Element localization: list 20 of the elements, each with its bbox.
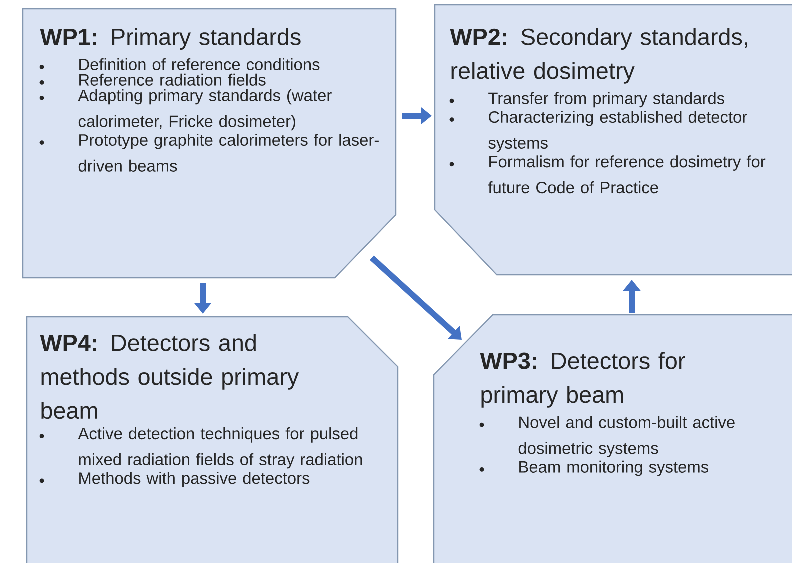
heading: WP1: Primary standards (40, 28, 301, 50)
heading: WP2: Secondary standards, relative dosimetry (450, 28, 748, 84)
work-package-box (433, 314, 792, 563)
bullet-item: Transfer from primary standards (488, 92, 724, 108)
bullet-item: Formalism for reference dosimetry for future Code of Practice (488, 156, 766, 194)
bullet-item: Beam monitoring systems (520, 460, 708, 476)
bullet-item: Methods with passive detectors (80, 472, 310, 488)
heading: WP4: Detectors and methods outside primary beam (40, 334, 300, 420)
bullet-item: Adapting primary standards (water calorimeter, Fricke dosimeter) (78, 89, 332, 131)
bullet-item: Characterizing established detector systems (488, 111, 748, 152)
bullet-item: Active detection techniques for pulsed mixed radiation fields of stray radiation (78, 428, 362, 469)
bullet-item: Novel and custom-built active dosimetric systems (518, 416, 735, 458)
arrow (370, 256, 462, 340)
bullet-item: Definition of reference conditions (80, 58, 320, 70)
bullet-item: Prototype graphite calorimeters for laser-driven beams (78, 134, 379, 172)
heading: WP3: Detectors for primary beam (480, 352, 686, 408)
work-package-box (22, 8, 397, 279)
work-package-box (434, 4, 792, 276)
work-package-box (26, 316, 399, 563)
bullet-item: Reference radiation fields (80, 74, 266, 86)
